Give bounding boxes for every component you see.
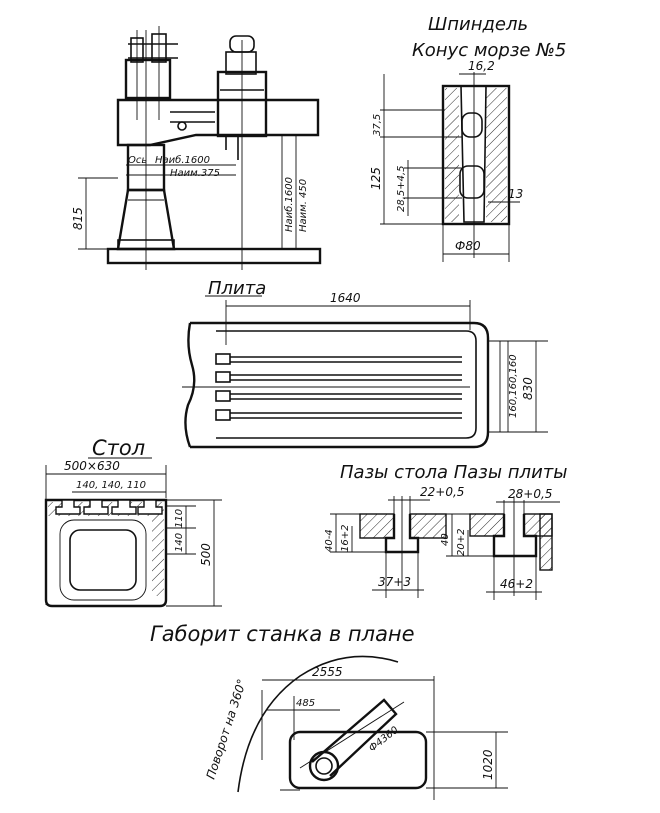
dim-plan-offset: 485 <box>296 698 315 709</box>
dim-spindle-top: 37,5 <box>372 114 383 136</box>
machine-plan-view: Габорит станка в плане Поворот на 360° 2… <box>150 622 508 800</box>
dim-table-side-a: 110 <box>174 509 185 528</box>
machine-radial-arm <box>116 98 320 147</box>
plate-slot-profile: 28+0,5 40 20+2 46+2 <box>440 487 560 600</box>
dim-plan-radius: Ф4360 <box>367 725 401 755</box>
rotation-arc <box>237 655 399 793</box>
dim-plate-slot-width: 28+0,5 <box>508 487 552 501</box>
dim-plate-slot-depth-a: 40 <box>440 533 451 546</box>
table-title: Стол <box>92 436 145 460</box>
spindle-title: Шпиндель <box>428 14 528 35</box>
spindle-section: Шпиндель Конус морзе №5 16,2 37,5 125 28… <box>369 14 566 262</box>
spindle-subtitle: Конус морзе №5 <box>412 40 566 61</box>
dim-table-slot-depth-a: 40-4 <box>324 529 335 552</box>
dim-table-slot-width: 22+0,5 <box>420 485 464 499</box>
dim-table-slot-bottom: 37+3 <box>378 575 411 589</box>
dim-base-height: 815 <box>71 207 85 230</box>
plate-title: Плита <box>208 278 266 299</box>
dim-table-height: 500 <box>199 543 213 566</box>
dim-plate-width: 830 <box>521 377 535 400</box>
table-side-hatch <box>152 516 164 596</box>
dim-max-height: Наиб.1600 <box>283 177 295 232</box>
dim-plate-length: 1640 <box>330 291 361 305</box>
dim-table-slot-depth-b: 16+2 <box>340 525 351 552</box>
plate-plan-view: Плита 1640 830 160,160,160 <box>182 278 548 449</box>
plan-column-outer <box>308 750 340 782</box>
axis-label: Ось <box>128 155 147 166</box>
plan-base-outline <box>288 730 428 790</box>
dim-plate-slot-depth-b: 20+2 <box>456 529 467 556</box>
dim-spindle-slot: 28,5+4,5 <box>396 165 407 212</box>
dim-spindle-height: 125 <box>369 167 383 190</box>
dim-plate-slot-bottom: 46+2 <box>500 577 533 591</box>
dim-spindle-diameter: Ф80 <box>455 239 481 253</box>
dim-max-reach: Наиб.1600 <box>155 154 210 166</box>
machine-base-plate <box>106 247 322 265</box>
dim-table-slots: 140, 140, 110 <box>76 480 146 491</box>
slot-profiles: Пазы стола Пазы плиты 22+0,5 40-4 16+2 3… <box>324 462 567 600</box>
plate-t-slots <box>215 353 462 421</box>
dim-plate-slots: 160,160,160 <box>508 354 519 418</box>
machine-elevation-view: 815 Ось Наиб.1600 Наим.375 Наиб.1600 Наи… <box>71 26 322 270</box>
dim-spindle-width: 16,2 <box>468 59 495 73</box>
slots-title: Пазы стола Пазы плиты <box>340 462 567 483</box>
spindle-hatch-left <box>445 88 459 222</box>
plan-arm <box>311 698 398 777</box>
dim-min-reach: Наим.375 <box>170 168 220 179</box>
dim-plan-overall: 2555 <box>312 665 343 679</box>
table-size: 500×630 <box>64 459 120 473</box>
dim-table-side-b: 140 <box>174 533 185 552</box>
dim-min-height: Наим. 450 <box>298 179 309 232</box>
spindle-hatch-right <box>486 88 507 222</box>
table-slot-profile: 22+0,5 40-4 16+2 37+3 <box>324 485 464 598</box>
table-section: Стол 500×630 140, 140, 110 110 140 500 <box>44 436 222 608</box>
plan-title: Габорит станка в плане <box>150 622 415 646</box>
dim-spindle-side: 13 <box>508 187 523 201</box>
dim-plan-depth: 1020 <box>481 749 495 780</box>
